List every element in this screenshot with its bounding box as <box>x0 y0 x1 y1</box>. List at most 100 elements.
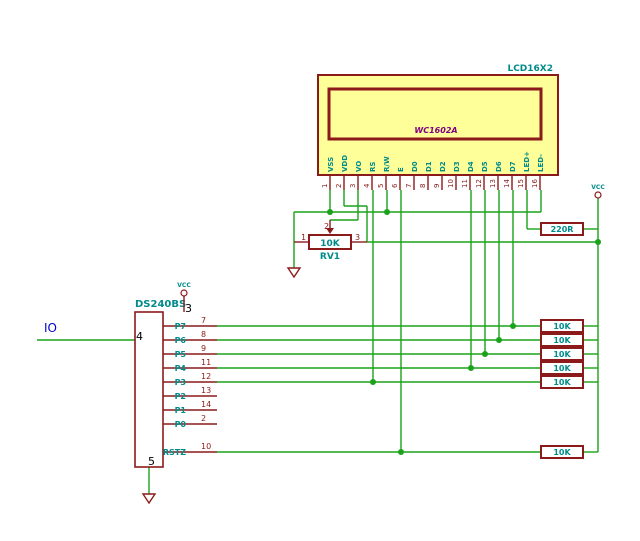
pot-pin-3: 3 <box>355 233 360 242</box>
mcu-pin-number: 7 <box>201 316 206 325</box>
mcu-ds240bs: DS240BS VCC 3 4 5 P77P68P59P411P312P213P… <box>134 282 217 468</box>
pullup-resistor-value: 10K <box>553 378 571 387</box>
pot-value: 10K <box>320 239 341 249</box>
lcd-pin-group: VSS1VDD2VO3RS4R/W5E6D07D18D29D310D411D51… <box>321 151 545 190</box>
mcu-in-pin-num: 4 <box>136 330 143 343</box>
lcd-pin-name: D2 <box>439 161 447 172</box>
net-label-io: IO <box>44 321 57 335</box>
mcu-pin-number: 12 <box>201 372 211 381</box>
pullup-resistor-value: 10K <box>553 322 571 331</box>
resistor-body <box>540 222 584 236</box>
mcu-pin-name: P0 <box>175 420 187 429</box>
vcc-icon <box>594 191 602 199</box>
lcd-pin-number: 16 <box>531 179 539 188</box>
lcd-pin-name: RS <box>369 162 377 172</box>
ground-triangle <box>286 267 302 279</box>
mcu-vcc-pin-num: 3 <box>185 302 192 315</box>
lcd-pin-number: 13 <box>489 179 497 188</box>
pullup-resistor-body <box>540 375 584 389</box>
lcd-pin-number: 7 <box>405 184 413 188</box>
mcu-pin-number: 9 <box>201 344 206 353</box>
mcu-pin-name: P4 <box>175 364 187 373</box>
junctions <box>327 209 601 455</box>
pullup-resistor-value: 10K <box>553 336 571 345</box>
pullup-resistor-value: 10K <box>553 448 571 457</box>
vcc-icon <box>180 289 188 297</box>
vcc-symbol-right: VCC <box>591 184 605 199</box>
mcu-pin-number: 8 <box>201 330 206 339</box>
lcd-pin-name: R/W <box>383 156 391 172</box>
lcd-screen <box>327 87 543 141</box>
pullup-resistor-body <box>540 361 584 375</box>
lcd-pin-number: 1 <box>321 184 329 188</box>
junction <box>398 449 404 455</box>
pullup-resistor-body <box>540 445 584 459</box>
pot-pin-2: 2 <box>324 222 329 231</box>
junction <box>595 239 601 245</box>
lcd-pin-number: 3 <box>349 184 357 188</box>
junction <box>496 337 502 343</box>
lcd-pin-name: VO <box>355 161 363 172</box>
junction <box>327 209 333 215</box>
pullup-resistor-value: 10K <box>553 350 571 359</box>
vcc-label-right: VCC <box>591 184 605 191</box>
lcd-pin-name: D5 <box>481 161 489 172</box>
pot-pin-1: 1 <box>301 233 306 242</box>
lcd-ref: LCD16X2 <box>507 64 553 74</box>
lcd-pin-number: 12 <box>475 179 483 188</box>
ground-icon <box>286 267 302 279</box>
lcd-pin-name: D6 <box>495 161 503 172</box>
mcu-pin-name: P6 <box>175 336 187 345</box>
pot-body <box>308 234 352 250</box>
pot-ref: RV1 <box>320 252 340 262</box>
mcu-pin-name: P7 <box>175 322 186 331</box>
lcd-pin-number: 6 <box>391 183 399 188</box>
potentiometer-rv1: 10K RV1 1 2 3 <box>294 220 367 262</box>
lcd-pin-number: 10 <box>447 179 455 188</box>
mcu-pin-name: P2 <box>175 392 186 401</box>
junction <box>468 365 474 371</box>
lcd-model: WC1602A <box>414 126 457 135</box>
mcu-pin-name: RSTZ <box>163 448 186 457</box>
pullup-resistor-value: 10K <box>553 364 571 373</box>
lcd-pin-name: VSS <box>327 157 335 172</box>
lcd-pin-name: D0 <box>411 161 419 172</box>
lcd-pin-name: LED- <box>537 154 545 172</box>
mcu-body <box>134 311 164 468</box>
lcd-pin-name: D1 <box>425 161 433 172</box>
pot-wiper-arrow-icon <box>326 228 334 234</box>
lcd-pin-name: VDD <box>341 155 349 172</box>
mcu-pin-number: 11 <box>201 358 211 367</box>
mcu-pin-number: 14 <box>201 400 211 409</box>
lcd-pin-name: D3 <box>453 161 461 172</box>
junction <box>370 379 376 385</box>
lcd-pin-number: 11 <box>461 179 469 188</box>
lcd-pin-name: D7 <box>509 161 517 172</box>
ground-icon <box>141 493 157 505</box>
junction <box>510 323 516 329</box>
lcd-pin-name: LED+ <box>523 151 531 172</box>
mcu-pin-name: P5 <box>175 350 187 359</box>
mcu-pin-number: 10 <box>201 442 211 451</box>
lcd-pin-number: 2 <box>335 184 343 188</box>
lcd-pin-number: 15 <box>517 179 525 188</box>
lcd-pin-name: D4 <box>467 161 475 172</box>
pullup-resistor-body <box>540 333 584 347</box>
mcu-ref: DS240BS <box>135 299 186 310</box>
mcu-pin-number: 2 <box>201 414 206 423</box>
resistor-value: 220R <box>551 225 574 234</box>
lcd-pin-number: 5 <box>377 184 385 188</box>
vcc-label-mcu: VCC <box>177 282 191 289</box>
pullup-resistor-body <box>540 319 584 333</box>
pullup-resistors: 10K 10K 10K 10K 10K 10K <box>540 319 584 459</box>
mcu-pin-name: P3 <box>175 378 186 387</box>
mcu-gnd-pin-num: 5 <box>148 455 155 468</box>
lcd-pin-number: 4 <box>363 183 371 188</box>
lcd-pin-name: E <box>397 167 405 172</box>
mcu-pin-name: P1 <box>175 406 187 415</box>
lcd-module: LCD16X2 WC1602A VSS 1 VDD 2 VO 3 RS 4 R/W 5 E 6 D0 7 D… <box>317 64 559 190</box>
lcd-pin-number: 9 <box>433 184 441 188</box>
junction <box>384 209 390 215</box>
